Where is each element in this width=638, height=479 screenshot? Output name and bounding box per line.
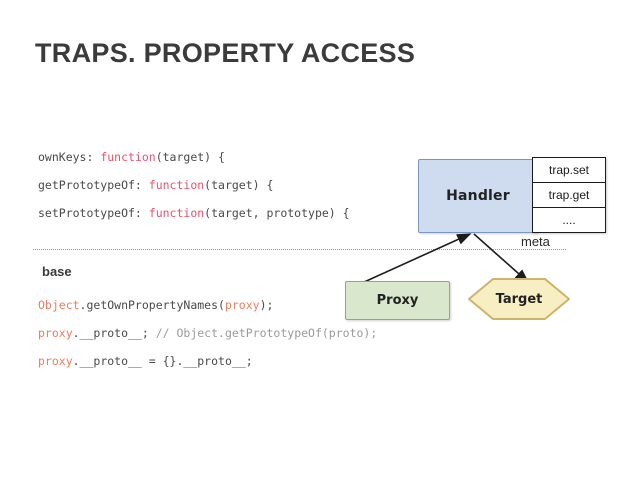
handler-node[interactable]: Handler [418, 159, 538, 233]
target-label: Target [495, 291, 543, 307]
arrow-proxy-to-handler [361, 233, 472, 284]
code-token: .__proto__ = {}.__proto__; [72, 354, 253, 368]
code-block-meta: ownKeys: function(target) {getPrototypeO… [38, 143, 458, 227]
code-token: .__proto__; [72, 326, 156, 340]
code-token: function [148, 178, 205, 192]
base-code-line-1: proxy.__proto__; // Object.getPrototypeO… [38, 320, 458, 348]
trap-cell-0[interactable]: trap.set [533, 158, 605, 183]
code-token: proxy [38, 354, 73, 368]
code-token: // Object.getPrototypeOf(proto); [155, 326, 378, 340]
code-token: getPrototypeOf: [38, 178, 149, 192]
page-title: TRAPS. PROPERTY ACCESS [35, 38, 416, 68]
code-token: function [148, 206, 205, 220]
target-node[interactable] [467, 277, 571, 321]
base-code-line-2: proxy.__proto__ = {}.__proto__; [38, 348, 458, 376]
meta-code-line-0: ownKeys: function(target) { [38, 143, 458, 171]
code-block-base: Object.getOwnPropertyNames(proxy);proxy.… [38, 292, 458, 376]
code-token: proxy [38, 326, 73, 340]
code-token: (target) { [155, 150, 225, 164]
base-code-line-0: Object.getOwnPropertyNames(proxy); [38, 292, 458, 320]
code-token: (target, prototype) { [204, 206, 350, 220]
arrow-handler-to-target [473, 233, 530, 284]
proxy-label: Proxy [376, 293, 419, 308]
code-token: .getOwnPropertyNames( [79, 298, 225, 312]
code-token: ); [259, 298, 274, 312]
base-section-label: base [42, 264, 72, 279]
code-token: function [100, 150, 156, 164]
code-token: setPrototypeOf: [38, 206, 149, 220]
code-token: (target) { [204, 178, 274, 192]
meta-label: meta [521, 234, 550, 249]
proxy-node[interactable]: Proxy [345, 281, 450, 320]
trap-cell-2[interactable]: .... [533, 208, 605, 232]
handler-label: Handler [446, 188, 510, 204]
code-token: Object [38, 298, 80, 312]
meta-code-line-1: getPrototypeOf: function(target) { [38, 171, 458, 199]
trap-cell-1[interactable]: trap.get [533, 183, 605, 208]
code-token: proxy [224, 298, 260, 312]
section-divider [33, 249, 566, 250]
code-token: ownKeys: [38, 150, 101, 164]
meta-code-line-2: setPrototypeOf: function(target, prototy… [38, 199, 458, 227]
